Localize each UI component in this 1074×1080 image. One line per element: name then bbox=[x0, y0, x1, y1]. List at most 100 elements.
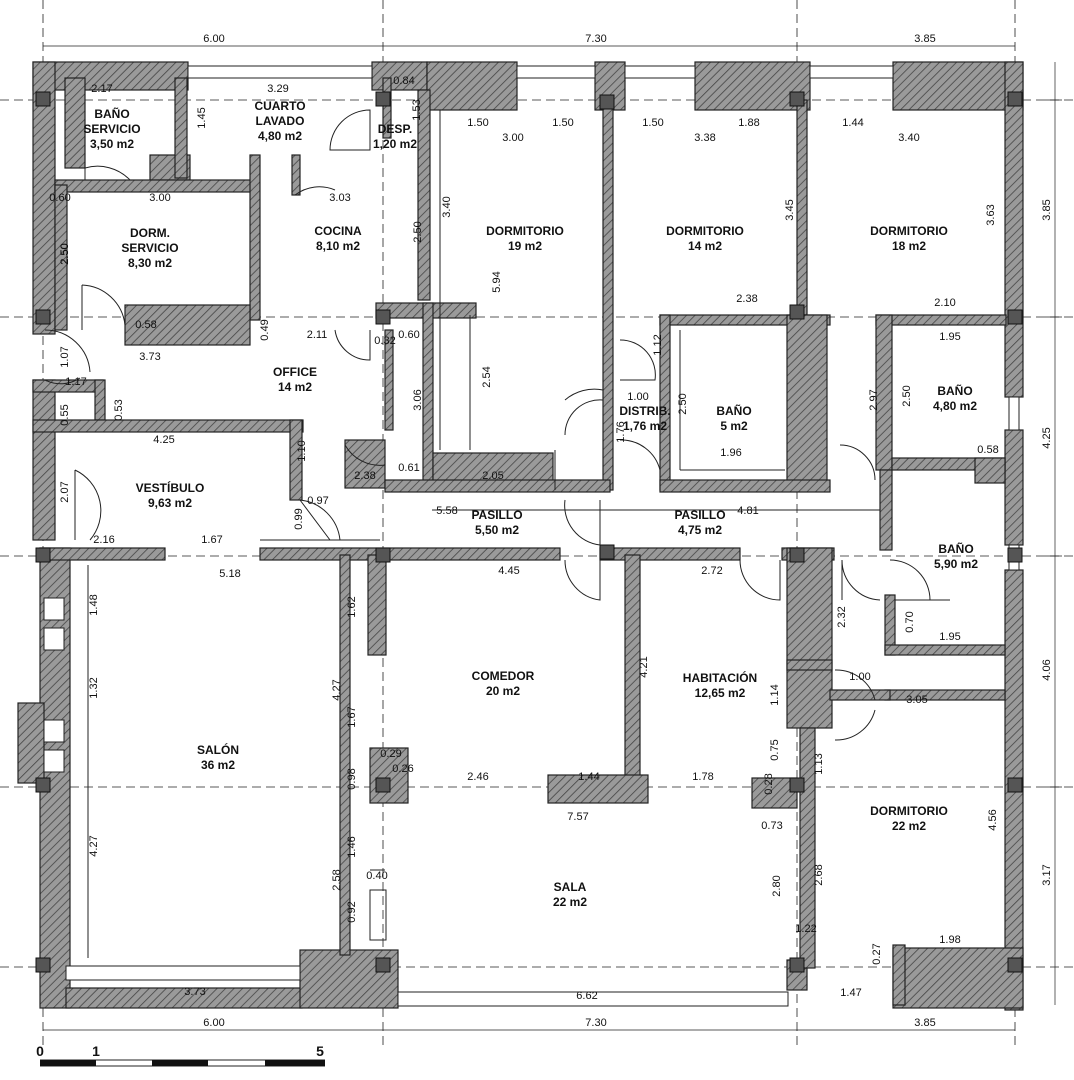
dimension-label-80: 1.13 bbox=[813, 753, 825, 774]
dimension-label-55: 0.99 bbox=[293, 508, 305, 529]
dimension-label-9: 1.44 bbox=[842, 117, 863, 129]
dimension-label-77: 2.46 bbox=[467, 771, 488, 783]
room-area-bano-servicio: 3,50 m2 bbox=[90, 137, 134, 151]
dimension-label-21: 2.50 bbox=[59, 243, 71, 264]
room-label-habitacion: HABITACIÓN bbox=[683, 670, 757, 685]
overall-dim-bottom-2: 3.85 bbox=[914, 1017, 935, 1029]
dimension-label-1: 3.29 bbox=[267, 83, 288, 95]
dimension-label-43: 4.25 bbox=[153, 434, 174, 446]
dimension-label-52: 0.97 bbox=[307, 495, 328, 507]
dimension-label-7: 1.50 bbox=[642, 117, 663, 129]
dimension-label-48: 2.07 bbox=[59, 481, 71, 502]
room-area-salon: 36 m2 bbox=[201, 758, 235, 772]
dimension-label-30: 1.12 bbox=[652, 334, 664, 355]
scale-label-2: 5 bbox=[316, 1043, 324, 1059]
room-label-dormitorio-14: DORMITORIO bbox=[666, 224, 744, 238]
dimension-label-90: 2.68 bbox=[813, 864, 825, 885]
dimension-label-57: 1.67 bbox=[201, 534, 222, 546]
dimension-label-37: 0.53 bbox=[113, 399, 125, 420]
dimension-label-73: 0.75 bbox=[769, 739, 781, 760]
dimension-label-45: 1.96 bbox=[720, 447, 741, 459]
dimension-label-35: 2.54 bbox=[481, 366, 493, 387]
scale-label-1: 1 bbox=[92, 1043, 100, 1059]
dimension-label-63: 2.32 bbox=[836, 606, 848, 627]
overall-dim-bottom-1: 7.30 bbox=[585, 1017, 606, 1029]
room-area-vestibulo: 9,63 m2 bbox=[148, 496, 192, 510]
room-area-cocina: 8,10 m2 bbox=[316, 239, 360, 253]
room-area-cuarto-lavado: 4,80 m2 bbox=[258, 129, 302, 143]
dimension-label-10: 3.00 bbox=[502, 132, 523, 144]
dimension-label-15: 3.03 bbox=[329, 192, 350, 204]
dimension-label-66: 4.21 bbox=[638, 656, 650, 677]
room-area-bano-480: 4,80 m2 bbox=[933, 399, 977, 413]
overall-dim-bottom-0: 6.00 bbox=[203, 1017, 224, 1029]
room-area-habitacion: 12,65 m2 bbox=[695, 686, 746, 700]
dimension-label-56: 2.16 bbox=[93, 534, 114, 546]
room-area-desp: 1,20 m2 bbox=[373, 137, 417, 151]
dimension-label-89: 2.80 bbox=[771, 875, 783, 896]
dimension-label-76: 0.26 bbox=[392, 763, 413, 775]
dimension-label-19: 3.45 bbox=[784, 199, 796, 220]
dimension-label-96: 6.62 bbox=[576, 990, 597, 1002]
dimension-label-40: 2.50 bbox=[677, 393, 689, 414]
dimension-label-91: 0.92 bbox=[346, 901, 358, 922]
dimension-label-14: 3.00 bbox=[149, 192, 170, 204]
exterior-walls bbox=[17, 61, 1024, 1011]
dimension-label-92: 1.22 bbox=[795, 923, 816, 935]
room-label-desp: DESP. bbox=[378, 122, 412, 136]
dimension-label-58: 5.18 bbox=[219, 568, 240, 580]
dimension-label-84: 4.27 bbox=[88, 835, 100, 856]
dimension-label-86: 4.56 bbox=[987, 809, 999, 830]
dimension-label-25: 0.58 bbox=[135, 319, 156, 331]
dimension-label-38: 3.06 bbox=[412, 389, 424, 410]
dimension-label-62: 1.62 bbox=[346, 596, 358, 617]
overall-dim-right-0: 3.85 bbox=[1041, 199, 1053, 220]
interior-walls bbox=[32, 77, 1007, 1006]
room-label-dormitorio-22: DORMITORIO bbox=[870, 804, 948, 818]
room-label-vestibulo: VESTÍBULO bbox=[136, 480, 205, 495]
room-label-dormitorio-18: DORMITORIO bbox=[870, 224, 948, 238]
dimension-label-71: 3.05 bbox=[906, 694, 927, 706]
dimension-label-18: 5.94 bbox=[491, 271, 503, 292]
dimension-label-67: 1.32 bbox=[88, 677, 100, 698]
dimension-label-11: 3.38 bbox=[694, 132, 715, 144]
room-label-dormitorio-19: DORMITORIO bbox=[486, 224, 564, 238]
dimension-label-3: 1.53 bbox=[411, 99, 423, 120]
dimension-label-59: 4.45 bbox=[498, 565, 519, 577]
dimension-label-49: 2.38 bbox=[354, 470, 375, 482]
dimension-label-74: 0.29 bbox=[380, 748, 401, 760]
room-label-cocina: COCINA bbox=[314, 224, 362, 238]
room-label-dorm-servicio: DORM.SERVICIO bbox=[121, 226, 178, 255]
overall-dim-right-2: 4.06 bbox=[1041, 659, 1053, 680]
dimension-label-46: 1.10 bbox=[296, 440, 308, 461]
overall-dim-top-0: 6.00 bbox=[203, 33, 224, 45]
room-area-dormitorio-19: 19 m2 bbox=[508, 239, 542, 253]
dimension-label-29: 0.32 bbox=[374, 335, 395, 347]
dimension-label-0: 2.17 bbox=[91, 83, 112, 95]
room-area-dormitorio-22: 22 m2 bbox=[892, 819, 926, 833]
dimension-label-88: 0.40 bbox=[366, 870, 387, 882]
dimension-label-23: 2.38 bbox=[736, 293, 757, 305]
room-area-pasillo-550: 5,50 m2 bbox=[475, 523, 519, 537]
dimension-label-24: 2.10 bbox=[934, 297, 955, 309]
dimension-label-60: 2.72 bbox=[701, 565, 722, 577]
dimension-label-33: 3.73 bbox=[139, 351, 160, 363]
dimension-label-61: 1.48 bbox=[88, 594, 100, 615]
dimension-label-68: 4.27 bbox=[331, 679, 343, 700]
dimension-label-2: 0.84 bbox=[393, 75, 414, 87]
dimension-label-32: 1.07 bbox=[59, 346, 71, 367]
dimension-label-75: 0.98 bbox=[346, 768, 358, 789]
dimension-label-5: 1.50 bbox=[467, 117, 488, 129]
room-label-bano-480: BAÑO bbox=[937, 383, 972, 398]
room-label-bano-590: BAÑO bbox=[938, 541, 973, 556]
dimension-label-85: 1.46 bbox=[346, 836, 358, 857]
scale-bar bbox=[40, 1059, 325, 1067]
dimension-label-34: 1.17 bbox=[65, 376, 86, 388]
dimension-label-83: 0.73 bbox=[761, 820, 782, 832]
dimension-label-20: 3.63 bbox=[985, 204, 997, 225]
dimension-label-42: 2.50 bbox=[901, 385, 913, 406]
dimension-label-50: 0.61 bbox=[398, 462, 419, 474]
room-area-bano-590: 5,90 m2 bbox=[934, 557, 978, 571]
